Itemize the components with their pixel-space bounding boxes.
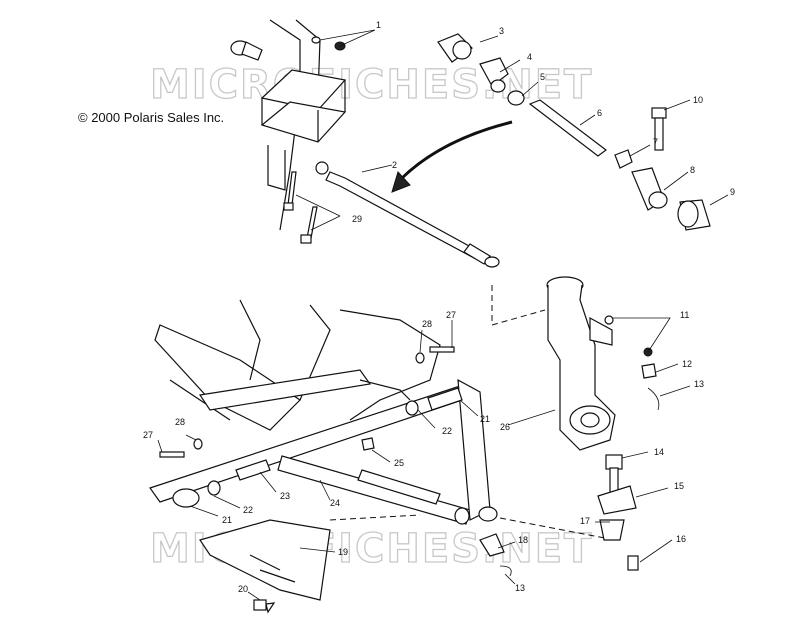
callout-28-left: 28 [175,417,185,427]
callout-10: 10 [693,95,703,105]
callout-27-top: 27 [446,310,456,320]
callout-24: 24 [330,498,340,508]
reference-line [499,517,606,539]
callout-23: 23 [280,491,290,501]
callout-13-right: 13 [694,379,704,389]
callout-21-lower: 21 [222,515,232,525]
frame-assembly [154,299,441,431]
callout-6: 6 [597,108,602,118]
callout-29: 29 [352,214,362,224]
callout-19: 19 [338,547,348,557]
tie-rod-end-parts [437,33,711,231]
direction-arrow [398,120,513,182]
callout-1: 1 [376,20,381,30]
tie-rod [315,161,500,268]
callout-28-top: 28 [422,319,432,329]
callout-21-upper: 21 [480,414,490,424]
copyright-notice: © 2000 Polaris Sales Inc. [78,110,225,125]
callout-25: 25 [394,458,404,468]
callout-3: 3 [499,26,504,36]
callout-8: 8 [690,165,695,175]
callout-11: 11 [680,310,689,320]
callout-2: 2 [392,160,397,170]
skid-plate [199,519,512,614]
callout-5: 5 [540,72,545,82]
leader-lines [157,29,729,601]
callout-14: 14 [654,447,664,457]
watermark-top: MICROFICHES.NET [150,62,593,108]
callout-27-left: 27 [143,430,153,440]
callout-17: 17 [580,516,590,526]
callout-20: 20 [238,584,248,594]
callout-15: 15 [674,481,684,491]
callout-12: 12 [682,359,692,369]
callout-9: 9 [730,187,735,197]
callout-22-lower: 22 [243,505,253,515]
spindle [546,276,660,571]
callout-4: 4 [527,52,532,62]
arrow-head [391,171,411,193]
callout-13-lower: 13 [515,583,525,593]
callout-22-upper: 22 [442,426,452,436]
callout-7: 7 [653,137,658,147]
reference-line [491,285,546,326]
callout-18: 18 [518,535,528,545]
steering-post-assembly [230,19,347,244]
callout-16: 16 [676,534,686,544]
bushings [159,346,463,508]
callout-26: 26 [500,422,510,432]
reference-line [329,514,421,521]
a-arm [149,378,498,525]
